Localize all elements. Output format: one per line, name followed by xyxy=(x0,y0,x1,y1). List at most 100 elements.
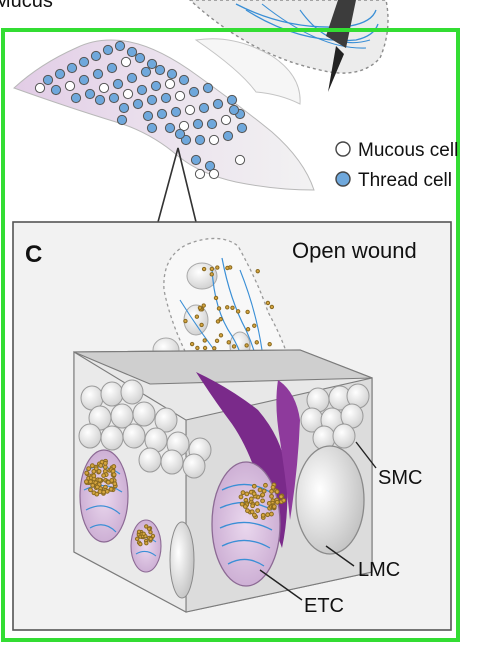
thread-cell xyxy=(114,40,126,52)
thread-cell xyxy=(94,94,106,106)
granule xyxy=(214,338,220,343)
thread-cell xyxy=(174,128,186,140)
thread-cell xyxy=(126,46,138,58)
surface-mucous-cell xyxy=(332,423,356,449)
thread-cell xyxy=(132,98,144,110)
granule xyxy=(144,541,149,546)
granule xyxy=(89,463,95,469)
thread-cell xyxy=(102,44,114,56)
granule xyxy=(88,479,93,485)
granule xyxy=(257,487,263,493)
thread-cell xyxy=(66,62,78,74)
thread-cell xyxy=(146,122,158,134)
thread-cell xyxy=(204,160,216,172)
granule xyxy=(274,489,280,495)
etc-label: ETC xyxy=(304,595,344,617)
granule xyxy=(136,529,142,534)
thread-cell xyxy=(54,68,66,80)
granule xyxy=(146,526,152,531)
legend-item-mucous-cell: Mucous cell xyxy=(335,140,458,161)
granule xyxy=(148,536,153,542)
granule xyxy=(269,304,275,310)
granule xyxy=(251,483,257,489)
etc-cell-left xyxy=(79,449,129,543)
thread-cell xyxy=(166,68,178,80)
granule xyxy=(260,492,266,498)
surface-mucous-cell xyxy=(100,381,124,407)
granule xyxy=(90,483,96,488)
thread-cell xyxy=(160,92,172,104)
thread-cell xyxy=(206,118,218,130)
thread-cell xyxy=(142,110,154,122)
granule xyxy=(94,491,100,497)
granule xyxy=(225,305,230,310)
granule xyxy=(134,536,140,542)
etc-cell-small xyxy=(130,519,162,573)
granule xyxy=(111,464,117,469)
granule xyxy=(269,489,274,494)
thread-cell xyxy=(136,84,148,96)
granule xyxy=(105,479,111,485)
surface-mucous-cell xyxy=(122,423,146,449)
granule xyxy=(108,486,114,492)
granule xyxy=(218,316,223,322)
thread-cell xyxy=(222,130,234,142)
annotation-smc: SMC xyxy=(355,441,422,489)
granule xyxy=(252,512,257,518)
thread-cell xyxy=(226,94,238,106)
tissue-block xyxy=(73,349,373,613)
legend-item-thread-cell: Thread cell xyxy=(335,170,452,191)
panel-title: Open wound xyxy=(292,238,417,263)
thread-cell xyxy=(134,52,146,64)
granule xyxy=(97,477,103,483)
thread-cell xyxy=(112,78,124,90)
thread-cell xyxy=(42,74,54,86)
granule xyxy=(242,504,248,509)
granule xyxy=(194,314,200,319)
granule xyxy=(263,482,268,488)
annotation-lmc: LMC xyxy=(325,545,400,581)
granule xyxy=(215,319,221,324)
granule xyxy=(91,468,97,474)
thread-cell xyxy=(78,74,90,86)
mucous-cell xyxy=(164,78,176,90)
surface-mucous-cell xyxy=(132,401,156,427)
granule xyxy=(111,472,117,478)
mucous-cell xyxy=(208,168,220,180)
epidermal-sheet xyxy=(13,38,315,191)
thread-cell xyxy=(198,102,210,114)
granule xyxy=(97,489,103,494)
mucous-cell xyxy=(120,56,132,68)
granule xyxy=(269,493,274,499)
granule xyxy=(254,340,259,345)
granule xyxy=(254,501,260,507)
thread-cell xyxy=(116,114,128,126)
granule xyxy=(245,508,250,514)
mucus-label: Mucus xyxy=(0,0,53,12)
granule xyxy=(255,508,261,514)
large-mucous-cell xyxy=(295,445,365,555)
thread-cell xyxy=(84,88,96,100)
granule xyxy=(144,524,149,529)
granule xyxy=(96,468,102,474)
thread-cell xyxy=(164,122,176,134)
mucous-cell xyxy=(220,114,232,126)
mucous-cell xyxy=(178,120,190,132)
thread-cell xyxy=(146,94,158,106)
granule xyxy=(270,484,276,490)
granule xyxy=(225,265,230,271)
mucous-cell xyxy=(234,154,246,166)
granule xyxy=(202,338,207,343)
granule xyxy=(201,266,207,272)
lmc-label: LMC xyxy=(358,559,400,581)
thread-cell xyxy=(78,56,90,68)
mucous-cell xyxy=(194,168,206,180)
granule xyxy=(150,533,156,539)
granule xyxy=(271,504,277,509)
granule xyxy=(255,268,260,274)
granule xyxy=(267,341,272,347)
granule xyxy=(94,484,100,490)
granule xyxy=(98,463,104,468)
mucous-cell xyxy=(122,88,134,100)
thread-cell xyxy=(178,74,190,86)
